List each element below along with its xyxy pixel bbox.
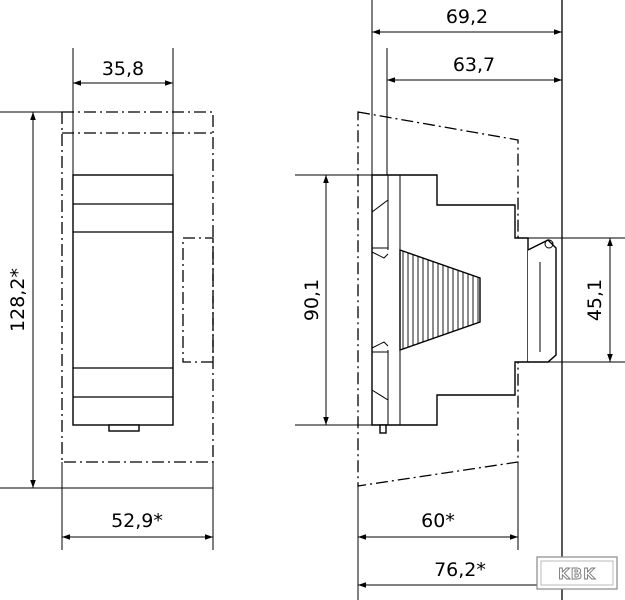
logo-frame-inner <box>540 560 614 586</box>
dim-label-side-depth: 60* <box>421 510 455 532</box>
side-terminal-top <box>371 251 389 259</box>
dim-label-side-height: 90,1 <box>301 279 323 321</box>
dim-label-front-outer-width: 52,9* <box>111 510 163 532</box>
front-view: 35,8 128,2* 52,9* <box>0 48 214 550</box>
side-rib-lines <box>402 251 479 349</box>
side-view: 69,2 63,7 90,1 45,1 60* 76,2* <box>295 0 625 600</box>
side-body-detail <box>371 389 389 401</box>
dim-label-side-width: 63,7 <box>453 54 495 76</box>
dim-label-front-height: 128,2* <box>7 268 29 332</box>
front-clearance-outline <box>61 111 214 463</box>
dim-label-side-overall-width: 69,2 <box>446 6 488 28</box>
front-side-clearance <box>182 237 214 363</box>
side-bottom-tab <box>379 424 387 434</box>
dim-label-rail-height: 45,1 <box>584 279 606 321</box>
side-clip-pin <box>544 239 554 249</box>
logo-frame <box>536 556 618 590</box>
front-clip <box>108 424 140 432</box>
dim-label-side-overall-depth: 76,2* <box>434 559 486 581</box>
dim-label-front-width: 35,8 <box>102 58 144 80</box>
kbk-logo: KBK <box>536 556 618 590</box>
front-device-body <box>72 174 174 426</box>
side-body-detail <box>371 199 389 213</box>
logo-text: KBK <box>558 565 596 583</box>
side-rail-clip <box>527 239 557 363</box>
side-terminal-bottom <box>371 341 389 349</box>
